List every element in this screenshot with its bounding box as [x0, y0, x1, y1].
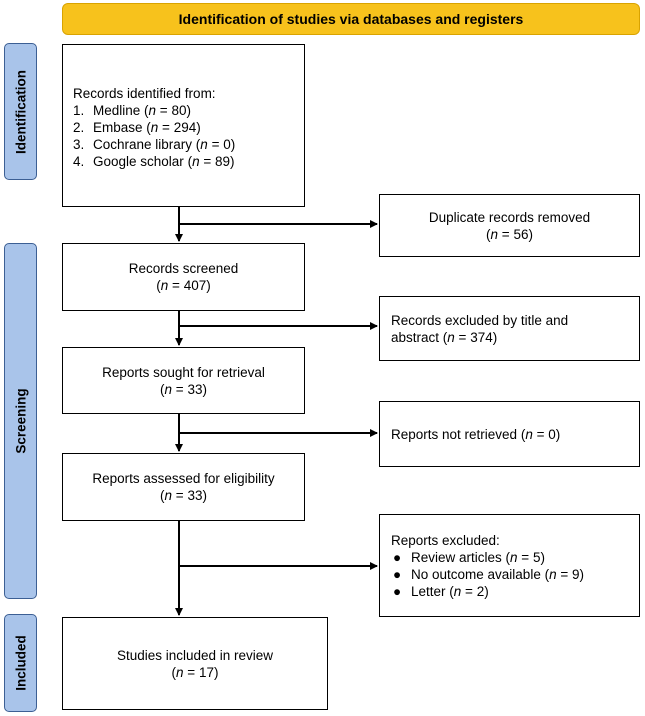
records-excluded-box: Records excluded by title and abstract (…: [379, 296, 640, 361]
reports-assessed-box: Reports assessed for eligibility (n = 33…: [62, 453, 305, 521]
reports-sought-box: Reports sought for retrieval (n = 33): [62, 347, 305, 414]
diagram-header: Identification of studies via databases …: [62, 3, 640, 35]
list-item: 1.Medline (n = 80): [73, 103, 191, 118]
studies-included-box: Studies included in review (n = 17): [62, 617, 328, 710]
reports-excluded-box: Reports excluded: ●Review articles (n = …: [379, 514, 640, 617]
reports-not-retrieved-box: Reports not retrieved (n = 0): [379, 401, 640, 467]
list-item: ●Letter (n = 2): [393, 583, 489, 599]
phase-identification: Identification: [4, 43, 37, 180]
list-item: ●Review articles (n = 5): [393, 549, 545, 565]
reports-excluded-title: Reports excluded:: [391, 532, 500, 548]
records-identified-box: Records identified from: 1.Medline (n = …: [62, 44, 305, 207]
phase-included: Included: [4, 614, 37, 712]
records-identified-title: Records identified from:: [73, 86, 216, 101]
list-item: ●No outcome available (n = 9): [393, 566, 584, 582]
duplicates-removed-box: Duplicate records removed (n = 56): [379, 194, 640, 257]
list-item: 3.Cochrane library (n = 0): [73, 137, 236, 152]
list-item: 2.Embase (n = 294): [73, 120, 201, 135]
phase-screening: Screening: [4, 243, 37, 599]
list-item: 4.Google scholar (n = 89): [73, 154, 235, 169]
records-screened-box: Records screened (n = 407): [62, 243, 305, 311]
